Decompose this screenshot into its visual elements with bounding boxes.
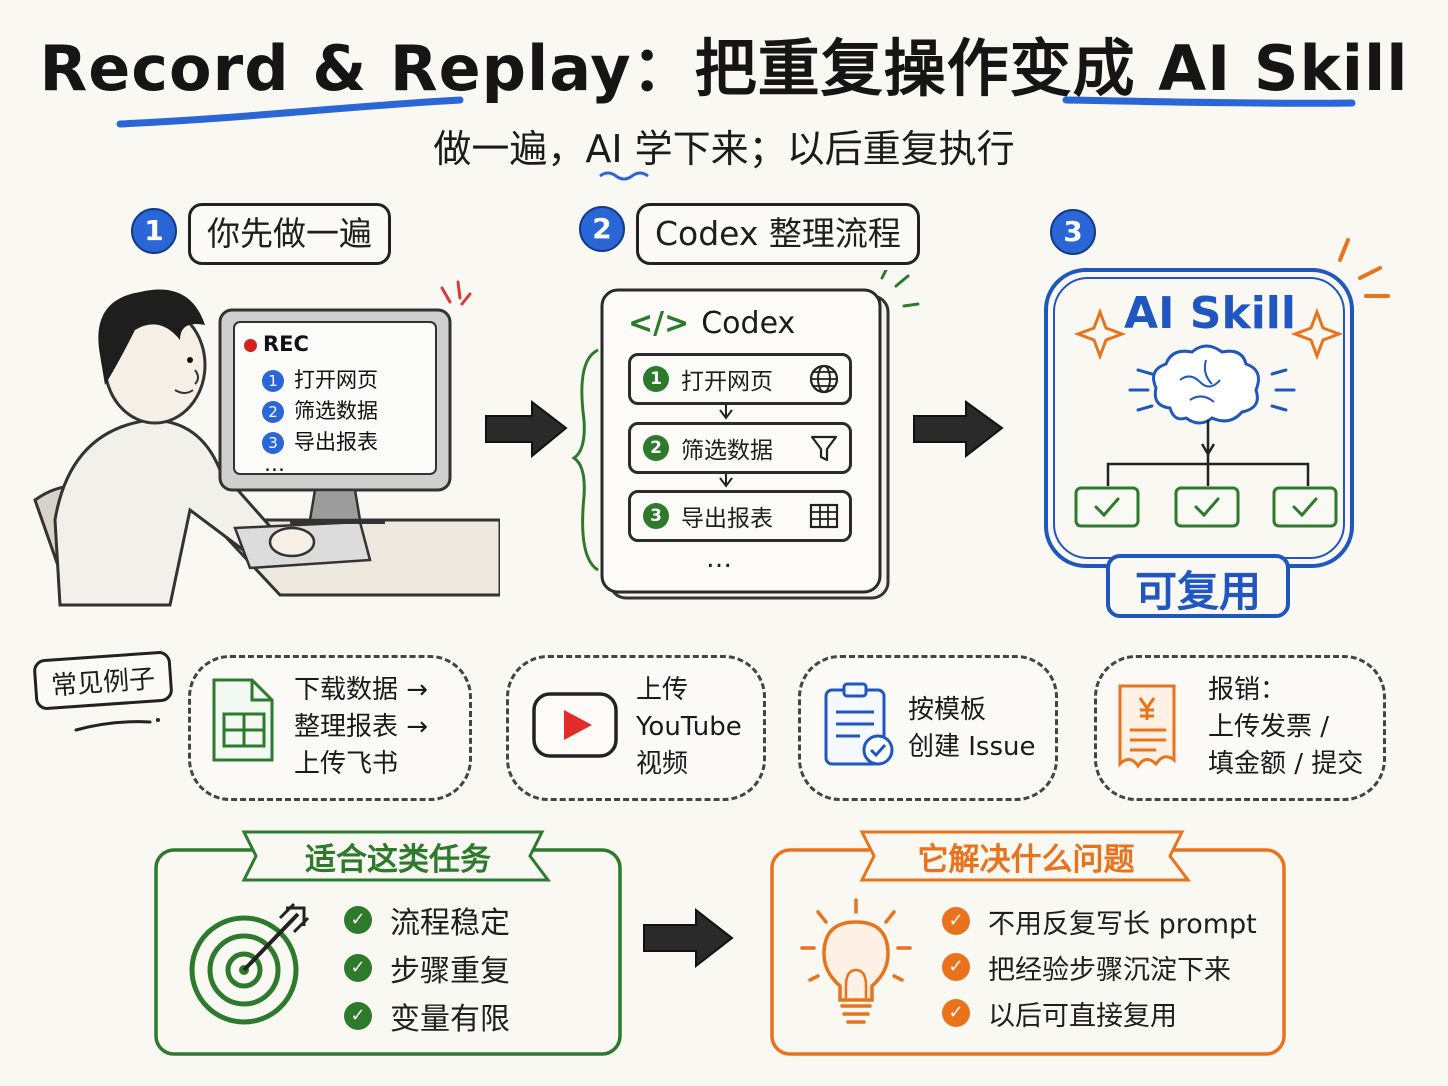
check-icon: ✓ — [942, 999, 970, 1027]
codex-step-2-text: 筛选数据 — [681, 438, 773, 464]
codex-step-1-text: 打开网页 — [681, 369, 773, 395]
codex-header: </> Codex — [628, 306, 795, 341]
arrow-right-icon — [913, 400, 1004, 459]
example-4-line-3: 填金额 / 提交 — [1208, 749, 1364, 779]
target-icon — [189, 902, 310, 1025]
solve-item: ✓ 以后可直接复用 — [942, 990, 1257, 1036]
examples-label: 常见例子 — [32, 650, 174, 711]
example-4-line-2: 上传发票 / — [1208, 712, 1330, 742]
example-1-text: 下载数据 → 整理报表 → 上传飞书 — [294, 672, 428, 783]
screen-step-2: 2 筛选数据 — [262, 395, 378, 425]
solve-title: 它解决什么问题 — [917, 842, 1135, 878]
codex-step-1: 1 打开网页 — [628, 353, 852, 405]
fit-title: 适合这类任务 — [305, 842, 491, 878]
example-3-line-1: 按模板 — [908, 695, 987, 725]
reusable-label: 可复用 — [1134, 567, 1261, 616]
rec-indicator: REC — [244, 332, 309, 356]
youtube-icon — [532, 692, 618, 758]
rec-label: REC — [263, 332, 309, 356]
solve-item-text: 把经验步骤沉淀下来 — [988, 954, 1231, 986]
title-underlines — [116, 96, 1356, 181]
check-icon: ✓ — [942, 953, 970, 981]
fit-item: ✓ 变量有限 — [344, 992, 510, 1040]
solve-item-text: 不用反复写长 prompt — [988, 908, 1257, 940]
rec-dot-icon — [244, 338, 257, 352]
step-1-number: 1 — [131, 208, 177, 254]
codex-step-1-number: 1 — [643, 366, 669, 392]
check-icon: ✓ — [344, 906, 372, 934]
step-1-label: 你先做一遍 — [188, 203, 391, 265]
screen-more: … — [264, 452, 285, 476]
codex-step-3-text: 导出报表 — [681, 506, 773, 532]
fit-item: ✓ 步骤重复 — [344, 944, 510, 992]
example-1-line-3: 上传飞书 — [294, 749, 399, 779]
screen-step-1-number: 1 — [262, 370, 284, 392]
arrow-right-icon — [643, 907, 734, 969]
solve-item: ✓ 把经验步骤沉淀下来 — [942, 944, 1257, 990]
code-tag-icon: </> — [628, 306, 690, 341]
screen-step-1: 1 打开网页 — [262, 364, 378, 394]
ai-skill-title: AI Skill — [1124, 288, 1296, 339]
codex-title: Codex — [701, 306, 796, 341]
codex-step-2: 2 筛选数据 — [628, 422, 852, 474]
solve-item-text: 以后可直接复用 — [988, 1000, 1177, 1032]
example-3-text: 按模板 创建 Issue — [908, 692, 1036, 766]
fit-item-text: 流程稳定 — [390, 906, 510, 941]
check-icon: ✓ — [942, 907, 970, 935]
example-4-text: 报销： 上传发票 / 填金额 / 提交 — [1208, 672, 1363, 783]
screen-step-3-text: 导出报表 — [294, 430, 378, 454]
screen-step-3: 3 导出报表 — [262, 426, 378, 456]
example-3-line-2: 创建 Issue — [908, 732, 1036, 762]
example-4-line-1: 报销： — [1208, 675, 1287, 705]
fit-item-text: 步骤重复 — [390, 954, 510, 989]
check-icon: ✓ — [344, 954, 372, 982]
fit-panel-frame — [154, 830, 622, 1056]
codex-step-3: 3 导出报表 — [628, 490, 852, 542]
clipboard-icon — [824, 682, 894, 766]
solve-panel-frame — [770, 830, 1286, 1056]
globe-icon — [809, 364, 839, 394]
codex-step-3-number: 3 — [643, 503, 669, 529]
step-3-number: 3 — [1050, 209, 1096, 255]
person-at-computer-illustration — [33, 280, 500, 607]
examples-underline — [74, 718, 160, 732]
fit-list: ✓ 流程稳定 ✓ 步骤重复 ✓ 变量有限 — [344, 896, 510, 1040]
screen-step-2-text: 筛选数据 — [294, 399, 378, 423]
page-subtitle: 做一遍，AI 学下来；以后重复执行 — [433, 127, 1015, 171]
funnel-icon — [810, 435, 838, 462]
receipt-icon — [1118, 684, 1176, 769]
fit-item-text: 变量有限 — [390, 1002, 510, 1037]
screen-step-1-text: 打开网页 — [294, 368, 378, 392]
lightbulb-icon — [800, 898, 912, 1024]
codex-step-2-number: 2 — [643, 435, 669, 461]
example-2-line-3: 视频 — [636, 749, 689, 779]
ai-skill-panel — [1044, 238, 1390, 618]
solve-item: ✓ 不用反复写长 prompt — [942, 898, 1257, 944]
example-1-line-2: 整理报表 → — [294, 712, 429, 742]
spreadsheet-icon — [212, 678, 274, 762]
page-title: Record & Replay：把重复操作变成 AI Skill — [39, 32, 1409, 105]
screen-step-3-number: 3 — [262, 432, 284, 454]
example-1-line-1: 下载数据 → — [294, 675, 429, 705]
fit-item: ✓ 流程稳定 — [344, 896, 510, 944]
example-2-line-1: 上传 — [636, 675, 689, 705]
example-2-text: 上传 YouTube 视频 — [636, 672, 742, 783]
check-icon: ✓ — [344, 1002, 372, 1030]
step-2-number: 2 — [579, 206, 625, 252]
solve-list: ✓ 不用反复写长 prompt ✓ 把经验步骤沉淀下来 ✓ 以后可直接复用 — [942, 898, 1257, 1036]
codex-more: … — [706, 544, 732, 574]
step-2-label: Codex 整理流程 — [636, 203, 920, 265]
table-icon — [809, 503, 839, 529]
screen-step-2-number: 2 — [262, 401, 284, 423]
example-2-line-2: YouTube — [636, 712, 742, 742]
arrow-right-icon — [485, 399, 568, 459]
